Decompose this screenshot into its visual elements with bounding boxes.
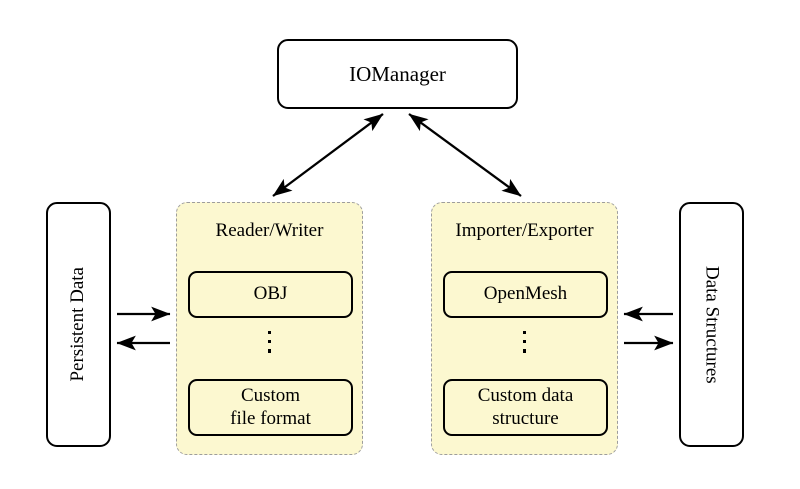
node-iomanager[interactable]: IOManager <box>277 39 518 109</box>
node-custom-data-structure-line1: Custom data <box>477 384 574 406</box>
node-custom-file-format-label: Custom file format <box>230 385 311 431</box>
node-openmesh[interactable]: OpenMesh <box>443 271 608 318</box>
node-obj-label: OBJ <box>253 283 288 305</box>
node-obj[interactable]: OBJ <box>188 271 353 318</box>
node-custom-file-format[interactable]: Custom file format <box>188 379 353 436</box>
panel-reader-writer[interactable]: Reader/Writer OBJ Custom file format <box>176 202 363 455</box>
node-custom-data-structure-label: Custom data structure <box>478 385 574 431</box>
node-data-structures[interactable]: Data Structures <box>679 202 744 447</box>
node-custom-data-structure[interactable]: Custom data structure <box>443 379 608 436</box>
arrow-manager-importer-exporter <box>408 113 522 197</box>
ellipsis-icon-importer-exporter <box>432 331 617 353</box>
panel-importer-exporter[interactable]: Importer/Exporter OpenMesh Custom data s… <box>431 202 618 455</box>
node-custom-file-format-line1: Custom <box>240 384 301 406</box>
arrow-manager-reader-writer <box>272 113 384 197</box>
node-persistent-data[interactable]: Persistent Data <box>46 202 111 447</box>
node-custom-file-format-line2: file format <box>230 407 311 429</box>
node-openmesh-label: OpenMesh <box>483 283 568 305</box>
ellipsis-icon-reader-writer <box>177 331 362 353</box>
node-iomanager-label: IOManager <box>349 61 446 86</box>
panel-reader-writer-title: Reader/Writer <box>215 220 324 241</box>
node-custom-data-structure-line2: structure <box>492 407 559 429</box>
node-data-structures-label: Data Structures <box>701 265 723 384</box>
node-persistent-data-label: Persistent Data <box>67 267 89 382</box>
panel-importer-exporter-title: Importer/Exporter <box>455 220 594 241</box>
